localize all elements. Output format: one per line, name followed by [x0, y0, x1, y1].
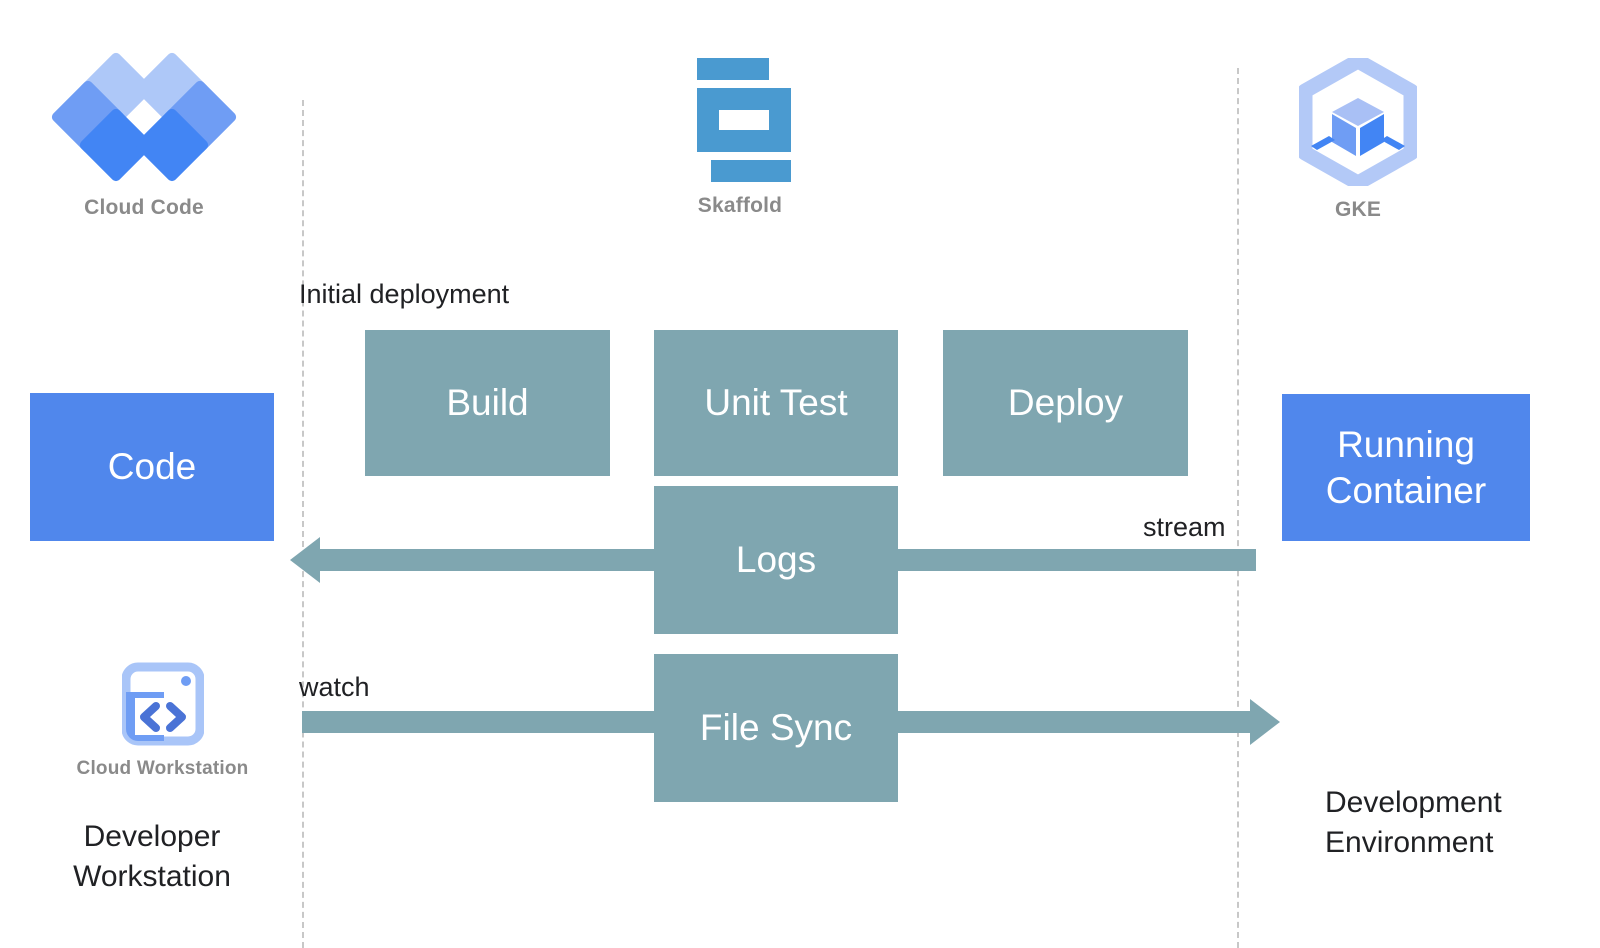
box-running-container: Running Container — [1282, 394, 1530, 541]
logo-cloud-workstation: Cloud Workstation — [60, 662, 265, 780]
logo-caption-gke: GKE — [1334, 198, 1382, 221]
box-code: Code — [30, 393, 274, 541]
label-initial-deployment: Initial deployment — [299, 279, 510, 309]
logo-cloud-code: Cloud Code — [44, 50, 244, 220]
zone-label-development-environment: Development Environment — [1325, 786, 1502, 859]
box-deploy: Deploy — [943, 330, 1188, 476]
label-watch: watch — [299, 672, 370, 702]
cloud-code-diamonds-icon — [49, 50, 239, 184]
cloud-workstation-window-code-icon — [121, 662, 204, 746]
logo-skaffold: Skaffold — [640, 58, 840, 218]
skaffold-s-icon — [683, 58, 797, 182]
gke-hexagon-cube-svg — [1297, 53, 1419, 191]
gke-hexagon-cube-icon — [1297, 53, 1419, 191]
logo-caption-cloud-code: Cloud Code — [84, 196, 204, 219]
label-stream: stream — [1143, 512, 1226, 542]
box-file-sync: File Sync — [654, 654, 898, 802]
logo-caption-cloud-workstation: Cloud Workstation — [76, 758, 249, 779]
box-unit-test: Unit Test — [654, 330, 898, 476]
zone-boundary-left — [302, 100, 304, 948]
file-sync-arrow-head-right — [1250, 699, 1280, 745]
cloud-workstation-window-code-svg — [121, 662, 204, 746]
box-logs: Logs — [654, 486, 898, 634]
zone-label-developer-workstation: Developer Workstation — [73, 820, 231, 893]
logo-gke: GKE — [1258, 53, 1458, 222]
box-build: Build — [365, 330, 610, 476]
zone-boundary-right — [1237, 68, 1239, 948]
logo-caption-skaffold: Skaffold — [697, 194, 783, 217]
logs-arrow-head-left — [290, 537, 320, 583]
